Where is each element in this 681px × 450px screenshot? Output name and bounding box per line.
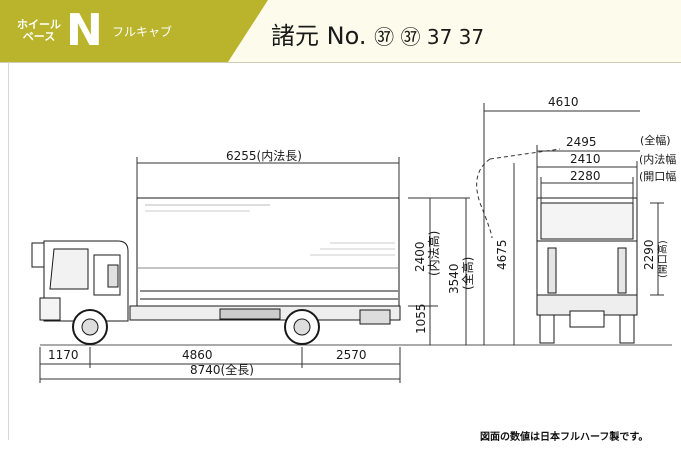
inner-width-note: (内法幅 [639,153,677,166]
cab-type-label: フルキャブ [112,25,173,39]
rear-dimensions [536,145,664,296]
wing-height-dimension: 4675 [495,239,509,270]
floor-height-dimension: 1055 [414,303,428,334]
badge-label: ホイール ベース [12,19,66,43]
badge-label-line2: ベース [22,30,56,43]
opening-height-dimension: 2290 [642,239,656,270]
opening-width-dimension: 2280 [570,169,601,183]
side-dimensions [39,157,470,383]
inner-width-dimension: 2410 [570,152,601,166]
header-divider [0,62,681,63]
spec-numbers: ㊲ ㊲ 37 37 [374,25,485,49]
rear-door-swing [476,103,640,345]
rear-overhang-dimension: 2570 [336,348,367,362]
spec-title: 諸元 No. ㊲ ㊲ 37 37 [271,16,484,51]
overall-width-dimension: 2495 [566,135,597,149]
badge-letter: N [66,5,103,56]
side-wheels [72,309,320,345]
badge-shape [0,0,268,62]
door-swing-dimension: 4610 [548,95,579,109]
side-chassis [129,305,401,325]
truck-drawing [31,103,672,383]
manufacturer-footnote: 図面の数値は日本フルハーフ製です。 [480,432,649,443]
overall-height-dimension: 3540 [447,263,461,294]
left-frame-rule [8,0,9,440]
spec-label: 諸元 No. [271,22,367,50]
opening-width-note: (開口幅 [639,170,677,183]
inner-height-dimension: 2400 [413,241,427,272]
front-overhang-dimension: 1170 [48,348,79,362]
inner-length-dimension: 6255(内法長) [226,149,302,163]
overall-width-note: (全幅) [640,134,671,147]
overall-length-dimension: 8740(全長) [190,363,254,377]
inner-height-note: (内法高) [427,230,441,276]
opening-height-note: (開口高) [658,240,669,278]
rear-body [536,197,638,344]
badge-label-line1: ホイール [17,18,61,31]
side-cargo-box [136,197,400,307]
overall-height-note: (全高) [461,256,475,290]
side-cab [31,240,129,322]
wheelbase-badge: ホイール ベース N フルキャブ [0,0,268,62]
wheelbase-dimension: 4860 [182,348,213,362]
